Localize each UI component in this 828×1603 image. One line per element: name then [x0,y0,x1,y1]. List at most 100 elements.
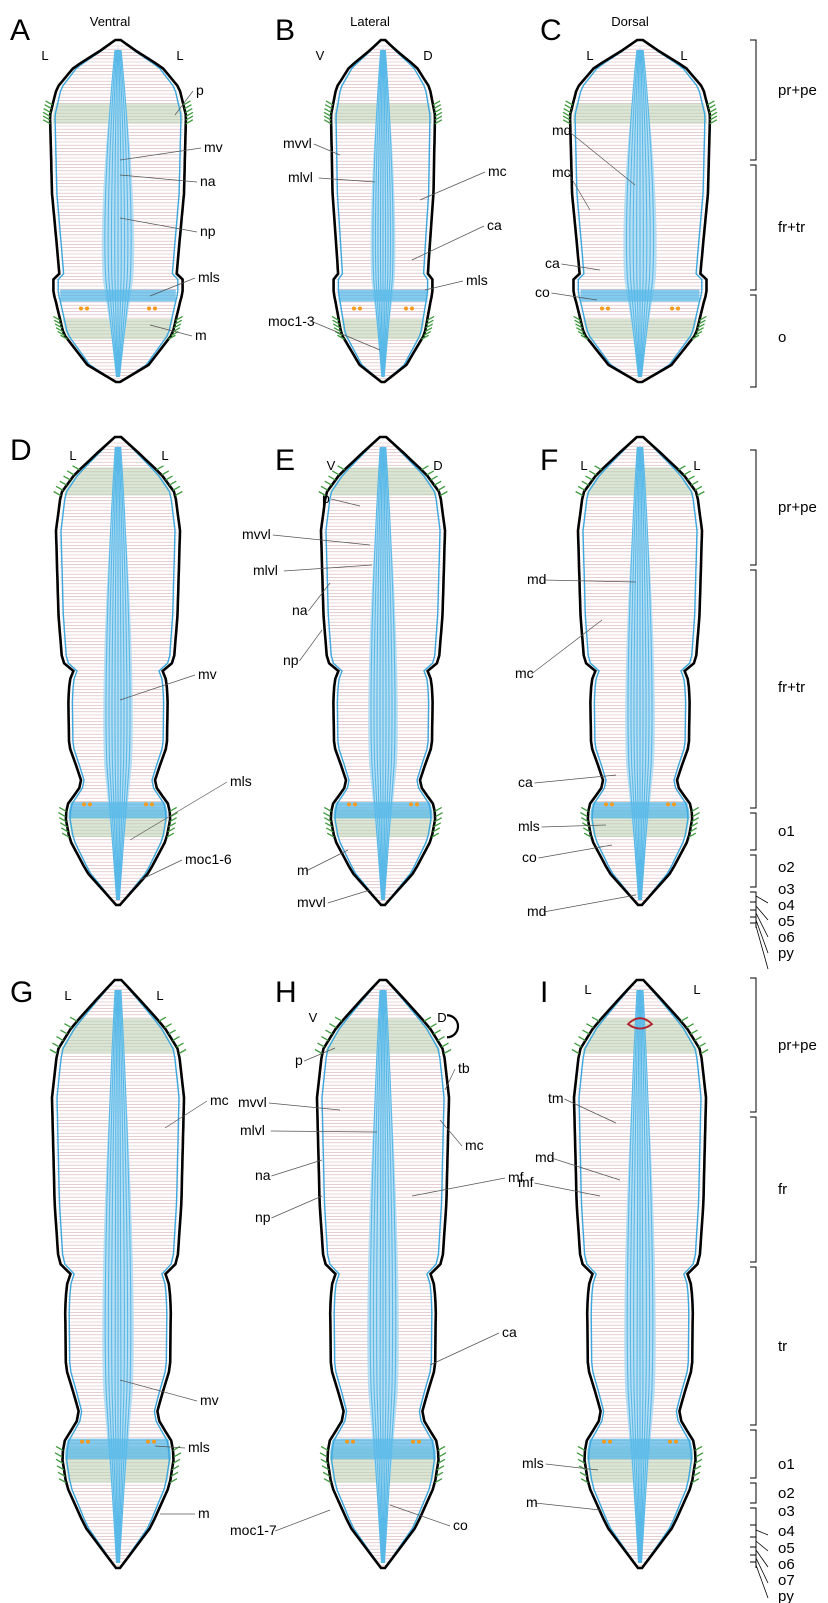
orientation-mark: L [64,988,71,1003]
gland-dot [79,306,83,310]
gland-dot [415,802,419,806]
structure-label: p [322,490,330,506]
structure-label: p [196,82,204,98]
structure-label: na [255,1167,271,1183]
panel-letter: E [275,444,295,477]
structure-label: ca [518,774,533,790]
body-interior [573,437,707,905]
gland-dot [668,1440,672,1444]
orientation-mark: L [693,458,700,473]
view-label: Ventral [90,14,131,29]
region-label: o2 [778,859,795,876]
gland-dot [147,306,151,310]
leader-line [425,281,463,290]
structure-label: np [255,1209,271,1225]
structure-label: moc1-3 [268,313,315,329]
structure-label: mvvl [242,526,271,542]
panel-letter: D [10,434,32,467]
structure-label: ca [487,217,502,233]
leader-line [535,1503,600,1510]
leader-line [306,850,348,871]
region-label: o1 [778,1456,795,1473]
structure-label: mv [200,1392,219,1408]
structure-label: mls [198,269,220,285]
region-label: o6 [778,929,795,946]
panel-a: AVentralLLpmvnanpmlsm [10,14,223,382]
structure-label: co [522,849,537,865]
body-interior [316,437,450,905]
structure-label: mlvl [253,562,278,578]
structure-label: m [198,1505,210,1521]
gland-dot [146,1440,150,1444]
structure-label: co [453,1517,468,1533]
structure-label: mc [488,163,507,179]
gland-dot [676,306,680,310]
structure-label: mls [522,1455,544,1471]
structure-label: mvvl [283,135,312,151]
structure-label: mvvl [297,894,326,910]
panel-g: GLLmcmvmlsm [10,976,229,1568]
structure-label: m [526,1494,538,1510]
structure-label: moc1-6 [185,851,232,867]
region-label: tr [778,1338,787,1355]
structure-label: md [527,903,546,919]
structure-label: mc [465,1137,484,1153]
structure-label: mf [518,1174,534,1190]
panel-d: DLLmvmlsmoc1-6 [10,434,252,905]
region-label: fr [778,1181,787,1198]
gland-dot [409,802,413,806]
region-label: pr+pe [778,82,817,99]
gland-dot [602,1440,606,1444]
sphincter-muscle [327,1439,439,1460]
orientation-mark: L [680,48,687,63]
gland-dot [85,306,89,310]
panel-letter: C [540,14,562,47]
orientation-mark: L [41,48,48,63]
structure-label: mvvl [238,1094,267,1110]
orientation-mark: L [584,982,591,997]
leader-line [271,1196,322,1218]
orientation-mark: L [156,988,163,1003]
sphincter-muscle [330,802,435,818]
leader-line [299,630,322,661]
gland-dot [82,802,86,806]
gland-dot [153,306,157,310]
structure-label: tb [458,1060,470,1076]
region-label: o7 [778,1572,795,1589]
region-label: py [778,945,794,962]
structure-label: na [292,602,308,618]
gland-dot [347,802,351,806]
sphincter-muscle [584,1439,696,1460]
panel-b: BLateralVDmvvlmlvlmccamlsmoc1-3 [268,14,507,382]
orientation-mark: L [176,48,183,63]
region-label: fr+tr [778,219,805,236]
region-label: pr+pe [778,1037,817,1054]
orientation-mark: L [69,448,76,463]
panel-f: FLLmdmccamlscomd [515,437,707,919]
leader-line [271,1160,322,1176]
body-interior [312,980,454,1568]
structure-label: mc [515,665,534,681]
region-label: o3 [778,881,795,898]
gland-dot [670,306,674,310]
orientation-mark: L [161,448,168,463]
structure-label: mc [552,164,571,180]
body-interior [326,40,440,382]
gland-dot [86,1440,90,1444]
orientation-mark: D [423,48,432,63]
structure-label: tm [548,1090,564,1106]
gland-dot [345,1440,349,1444]
gland-dot [144,802,148,806]
sphincter-muscle [339,290,427,302]
leader-line [543,895,636,912]
structure-label: mls [230,773,252,789]
panel-h: HVDpmvvlmlvlnanptbmcmfcacomoc1-7 [230,976,524,1568]
body-interior [569,980,711,1568]
panel-letter: B [275,14,295,47]
structure-label: np [200,223,216,239]
panel-e: EVDpmvvlmlvlnanpmmvvl [242,437,450,910]
body-interior [51,437,185,905]
gland-dot [353,802,357,806]
